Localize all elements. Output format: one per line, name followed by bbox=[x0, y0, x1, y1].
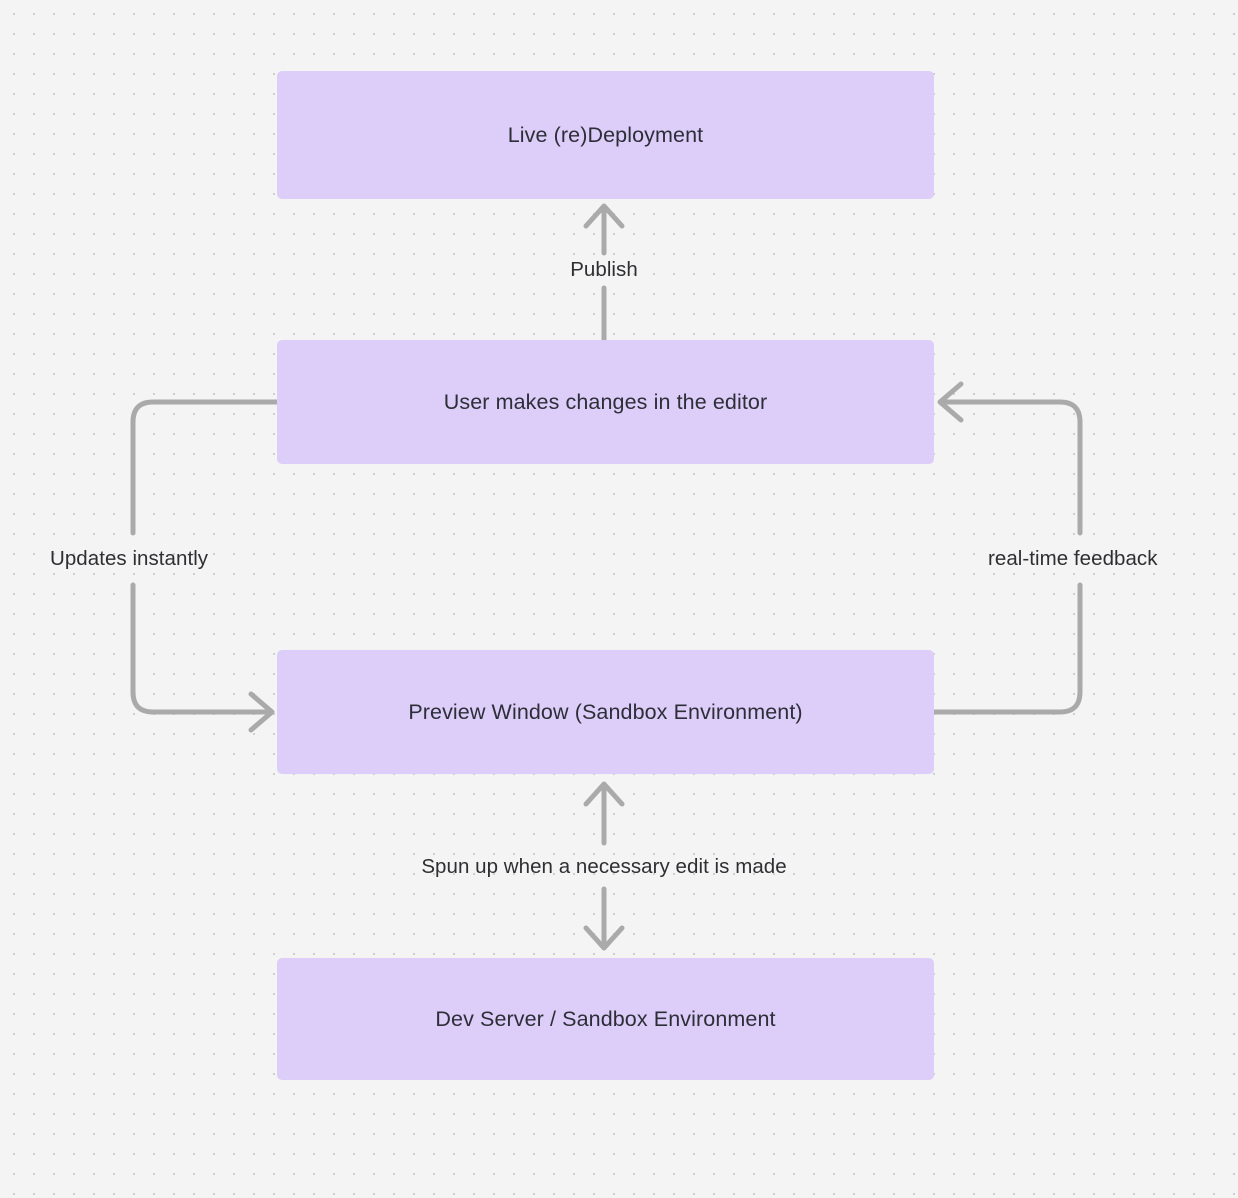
edge-label-updates-instantly: Updates instantly bbox=[50, 547, 209, 570]
node-user-edits-label: User makes changes in the editor bbox=[443, 389, 768, 414]
edge-label-real-time-feedback: real-time feedback bbox=[988, 547, 1158, 570]
node-live-deployment-label: Live (re)Deployment bbox=[507, 122, 704, 147]
node-preview-window-label: Preview Window (Sandbox Environment) bbox=[408, 699, 803, 724]
node-dev-server-label: Dev Server / Sandbox Environment bbox=[435, 1006, 776, 1031]
node-live-deployment[interactable]: Live (re)Deployment bbox=[277, 71, 934, 199]
node-dev-server[interactable]: Dev Server / Sandbox Environment bbox=[277, 958, 934, 1080]
node-preview-window[interactable]: Preview Window (Sandbox Environment) bbox=[277, 650, 934, 774]
edge-label-publish: Publish bbox=[570, 257, 638, 281]
node-user-edits[interactable]: User makes changes in the editor bbox=[277, 340, 934, 464]
edge-label-spun-up: Spun up when a necessary edit is made bbox=[421, 854, 787, 878]
